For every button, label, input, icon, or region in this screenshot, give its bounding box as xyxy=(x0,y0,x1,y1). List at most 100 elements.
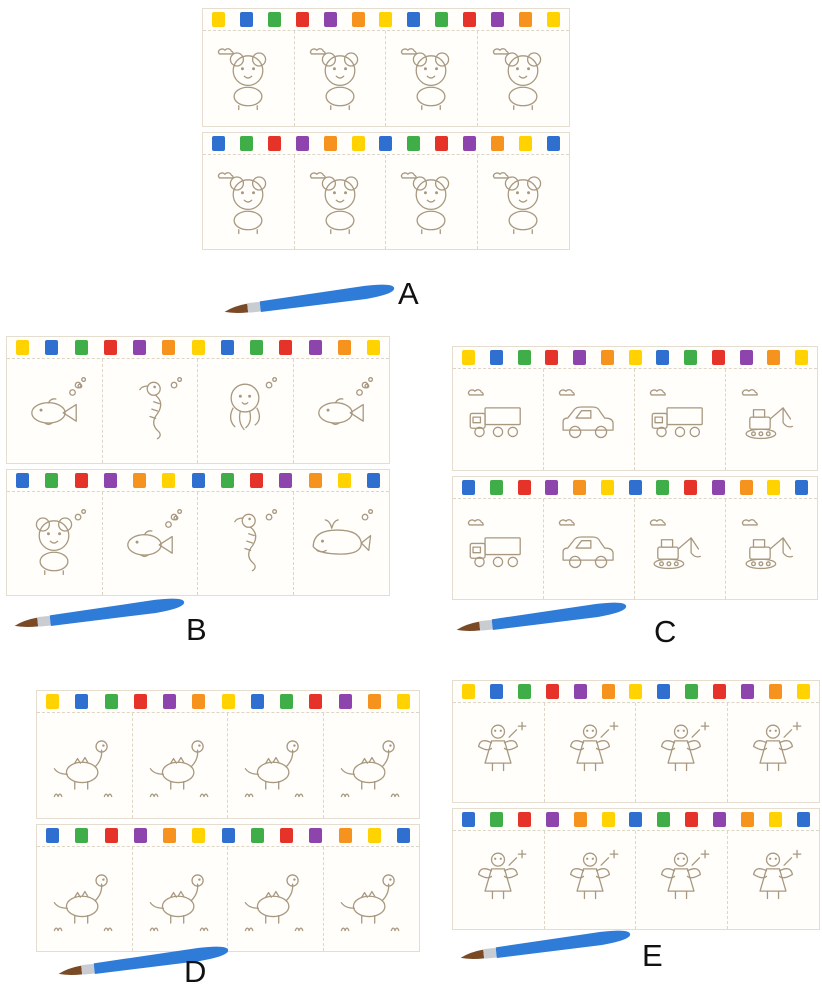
paint-square xyxy=(191,472,205,488)
paint-square xyxy=(338,827,352,843)
coloring-sheets-d xyxy=(36,690,420,952)
paint-square xyxy=(191,340,205,355)
coloring-sheet-row xyxy=(202,8,570,127)
paint-square xyxy=(74,472,88,488)
panel-row xyxy=(7,359,389,463)
paint-square xyxy=(162,472,176,488)
paint-square xyxy=(629,684,643,699)
paint-square xyxy=(573,479,586,495)
coloring-panel-dump-truck xyxy=(635,369,726,470)
coloring-panel-van xyxy=(453,498,544,599)
brush-handle xyxy=(495,930,631,958)
paint-square xyxy=(741,684,755,699)
paint-square xyxy=(267,135,281,151)
coloring-sheet-row xyxy=(6,336,390,464)
coloring-set-c: C xyxy=(452,346,820,656)
paint-square xyxy=(267,12,281,27)
paint-strip xyxy=(453,809,819,831)
set-label-d: D xyxy=(184,954,207,989)
paint-square xyxy=(573,811,587,827)
paint-square xyxy=(46,827,59,843)
panel-row xyxy=(453,830,819,929)
paint-square xyxy=(489,811,503,827)
princess-doodle xyxy=(569,722,619,772)
monkey-party-doodle xyxy=(493,48,542,111)
coloring-sheet-row xyxy=(452,807,820,930)
paint-strip xyxy=(453,477,817,499)
coloring-panel-lamb xyxy=(203,154,295,249)
coloring-panel-lion xyxy=(386,31,478,126)
paint-square xyxy=(295,12,309,27)
dinosaur-pair-doodle xyxy=(54,740,113,798)
coloring-panel-seahorse xyxy=(198,491,294,595)
set-label-a: A xyxy=(398,276,419,311)
paint-square xyxy=(323,135,337,151)
paint-square xyxy=(657,811,671,827)
paint-square xyxy=(407,135,421,151)
paint-square xyxy=(518,135,532,151)
giraffe-doodle xyxy=(493,171,542,234)
coloring-sheet-row xyxy=(452,475,818,600)
paintbrush xyxy=(11,593,188,637)
paint-square xyxy=(133,340,146,355)
paint-strip xyxy=(37,691,419,713)
fish-doodle xyxy=(31,376,87,425)
dump-truck-doodle xyxy=(649,389,703,438)
paintbrush-icon xyxy=(456,602,627,631)
delivery-truck-doodle xyxy=(467,389,521,438)
paint-square xyxy=(250,340,263,355)
paint-square xyxy=(713,684,727,699)
paint-square xyxy=(711,350,725,365)
paint-square xyxy=(796,684,810,699)
panel-row xyxy=(203,154,569,249)
panel-row xyxy=(37,846,419,951)
coloring-set-e: E xyxy=(452,680,822,990)
paint-square xyxy=(74,340,88,355)
paint-square xyxy=(367,827,381,843)
coloring-panel-flower-fairy xyxy=(728,703,820,802)
paint-square xyxy=(280,827,293,843)
coloring-sheets-a xyxy=(202,8,570,250)
paint-square xyxy=(546,135,560,151)
excavator-doodle xyxy=(649,518,701,569)
paint-strip xyxy=(453,681,819,703)
police-car-doodle xyxy=(558,518,614,568)
coloring-sheet-row xyxy=(452,346,818,471)
paint-square xyxy=(46,694,59,709)
brush-ferrule xyxy=(247,301,261,313)
paint-square xyxy=(489,479,503,495)
set-label-b: B xyxy=(186,612,207,647)
girl-with-flowers-doodle xyxy=(661,849,710,899)
paint-square xyxy=(517,684,531,699)
coloring-panel-car xyxy=(544,369,635,470)
coloring-panel-seahorse xyxy=(103,359,198,463)
paint-square xyxy=(462,811,475,827)
paintbrush xyxy=(457,925,634,969)
coloring-panel-tropical-fish xyxy=(103,491,198,595)
coloring-panel-triceratops xyxy=(228,846,324,951)
coloring-panel-monkey-party xyxy=(478,31,570,126)
dino-friends-doodle xyxy=(149,874,209,931)
paintbrush-icon xyxy=(224,284,395,313)
bear-in-car-doodle xyxy=(309,48,358,111)
paint-square xyxy=(16,340,29,355)
paint-square xyxy=(103,340,117,355)
paint-square xyxy=(600,350,614,365)
coloring-set-b: B xyxy=(6,336,392,666)
paint-square xyxy=(462,350,475,365)
paint-strip xyxy=(37,825,419,847)
paintbrush xyxy=(221,279,398,323)
coloring-panel-octopus xyxy=(198,359,294,463)
paintbrush xyxy=(55,941,232,985)
brush-tip xyxy=(456,621,481,631)
lion-doodle xyxy=(401,48,450,111)
paint-square xyxy=(713,811,727,827)
paint-square xyxy=(767,350,781,365)
paint-square xyxy=(351,12,365,27)
coloring-panel-princess-dress xyxy=(545,830,636,929)
coloring-panel-fairy xyxy=(453,703,545,802)
paint-square xyxy=(739,479,753,495)
seahorse-doodle xyxy=(234,509,278,572)
paint-square xyxy=(239,135,253,151)
coloring-set-d: D xyxy=(36,690,420,1004)
